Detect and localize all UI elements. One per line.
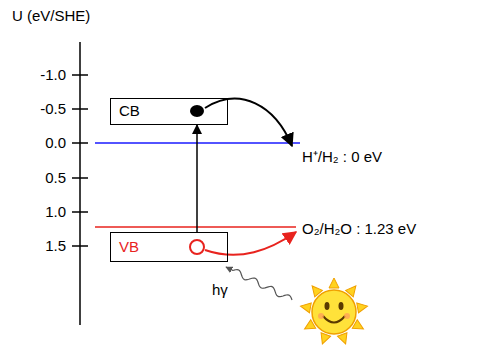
tick-label: 0.0 bbox=[45, 135, 66, 152]
tick-label: 1.5 bbox=[45, 238, 66, 255]
photon-label: hγ bbox=[212, 282, 228, 299]
axis-title: U (eV/SHE) bbox=[12, 8, 90, 25]
tick-label: 0.5 bbox=[45, 170, 66, 187]
band-label: CB bbox=[119, 103, 140, 120]
tick-label: 1.0 bbox=[45, 204, 66, 221]
tick-label: -1.0 bbox=[40, 67, 66, 84]
conduction-band-box: CB bbox=[110, 98, 228, 125]
tick-label: -0.5 bbox=[40, 101, 66, 118]
axis-line bbox=[79, 42, 81, 325]
level-label: O₂/H₂O : 1.23 eV bbox=[302, 221, 416, 238]
band-label: VB bbox=[119, 239, 139, 256]
electron-dot bbox=[190, 105, 204, 117]
hole-transfer-arrow bbox=[205, 232, 296, 255]
excitation-arrow bbox=[196, 125, 198, 232]
photon-wave bbox=[226, 267, 292, 300]
o2-level-line bbox=[95, 226, 296, 228]
electron-transfer-arrow bbox=[205, 99, 292, 146]
axis-ticks bbox=[72, 75, 88, 246]
level-label: H⁺/H₂ : 0 eV bbox=[302, 149, 382, 166]
hole-circle bbox=[190, 240, 204, 254]
sun-icon bbox=[300, 278, 369, 346]
valence-band-box: VB bbox=[110, 232, 228, 262]
